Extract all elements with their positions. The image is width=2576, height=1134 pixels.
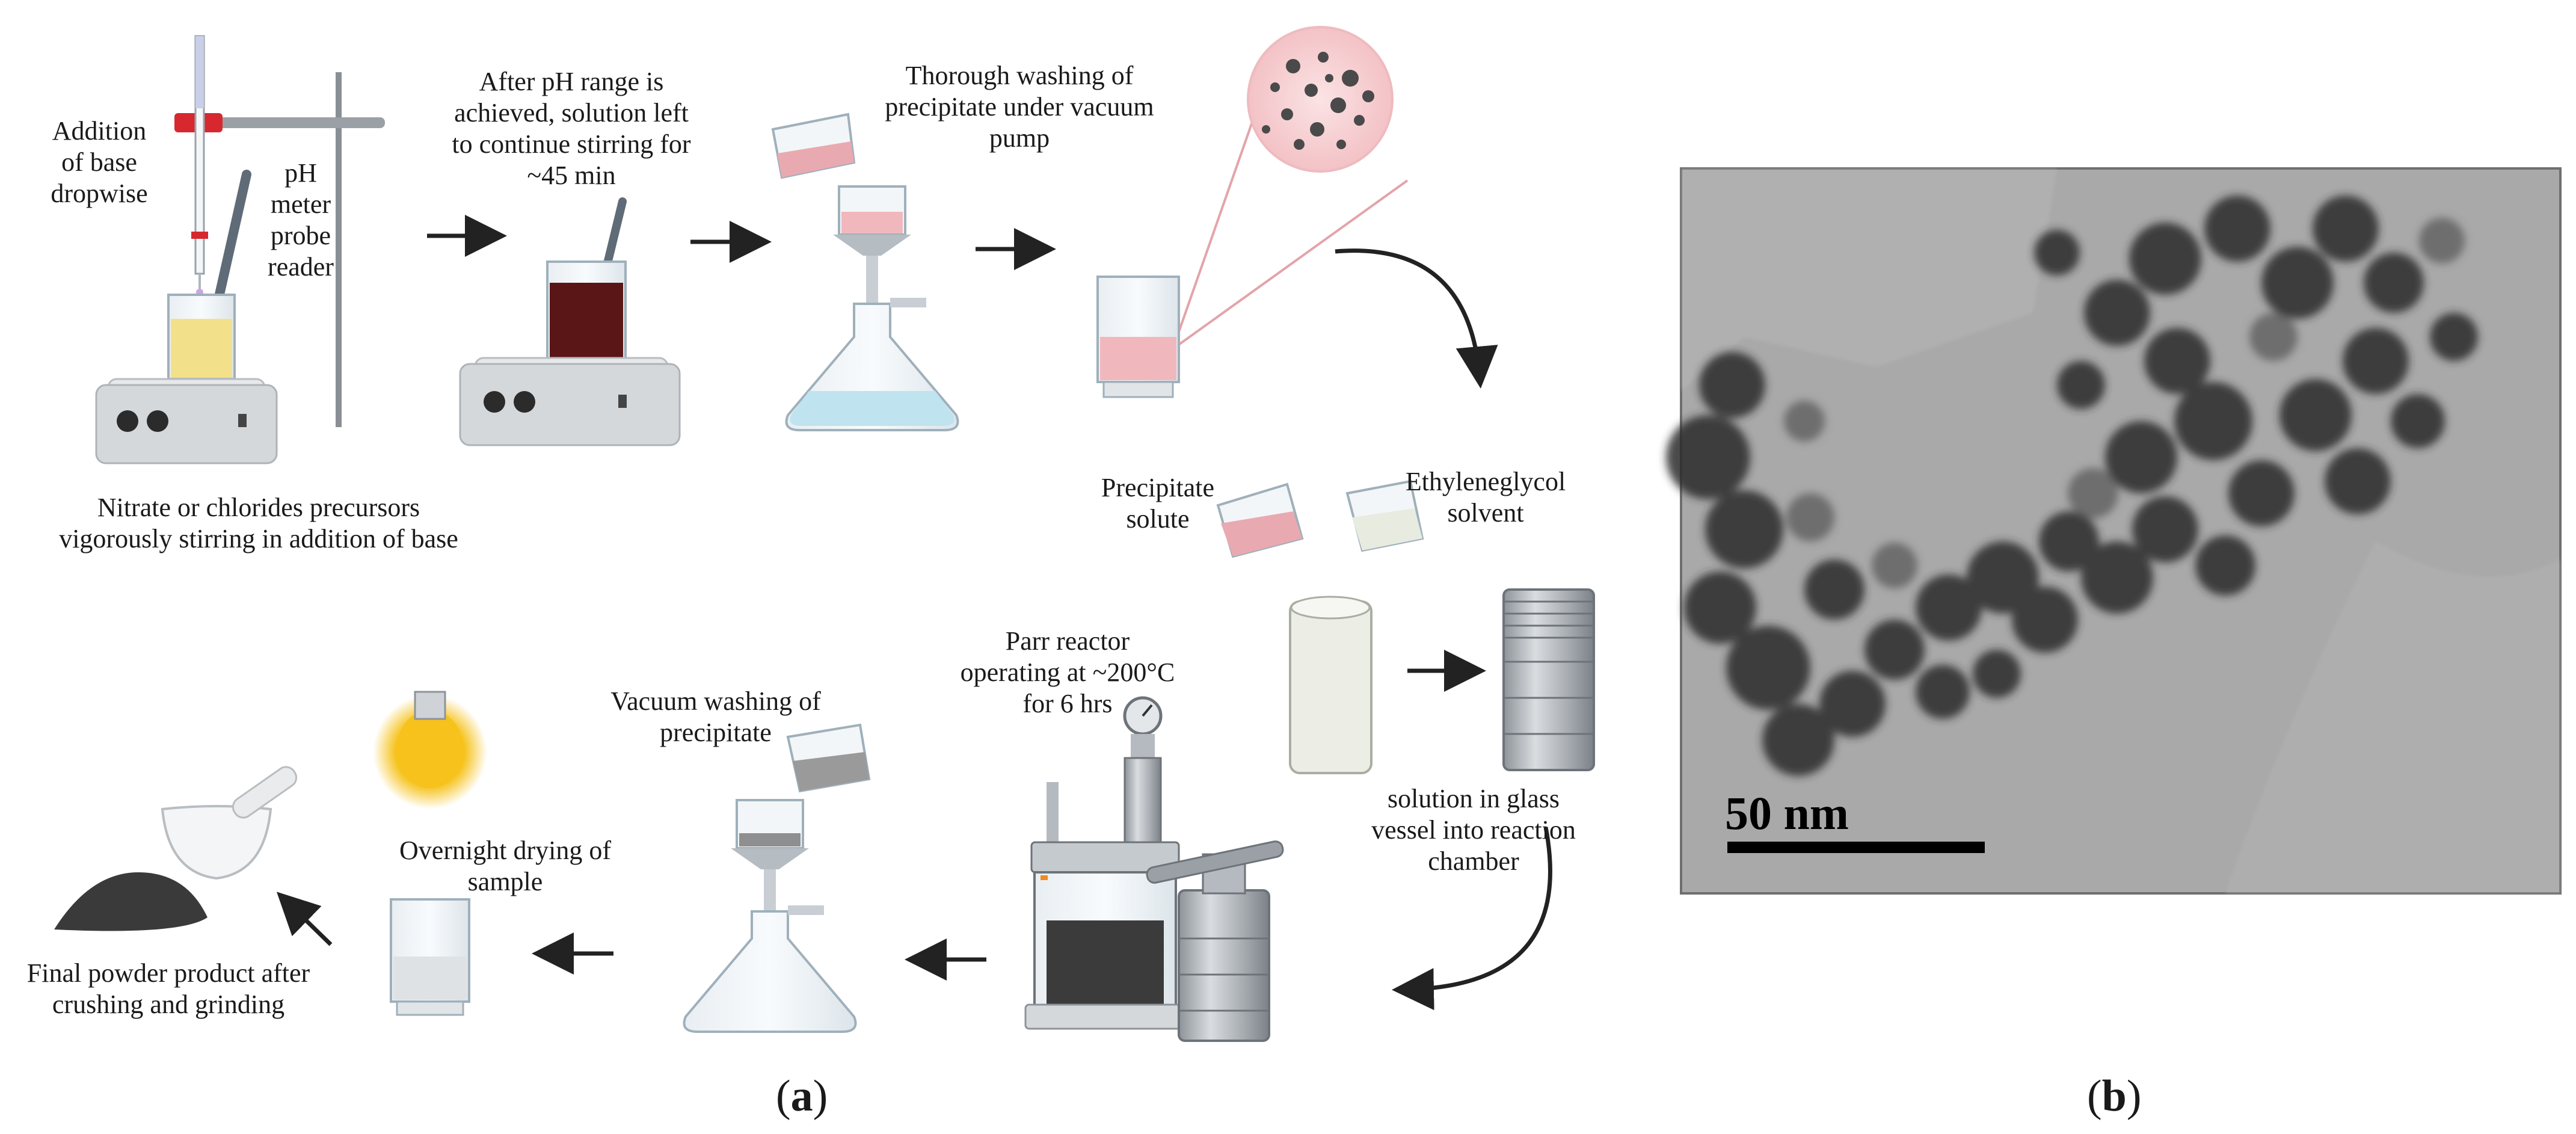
process-arrows: [276, 215, 1552, 1011]
label-ph-probe: pH meter probe reader: [268, 158, 334, 282]
panel-a: [54, 26, 1595, 1042]
label-precursors: Nitrate or chlorides precursors vigorous…: [59, 493, 458, 553]
scale-bar-label: 50 nm: [1725, 787, 1849, 839]
panel-b-tem-image: [1666, 167, 2562, 895]
titration-setup: [95, 35, 385, 464]
label-vacuum-washing: Vacuum washing of precipitate: [610, 686, 821, 747]
nanoparticle-clusters: [1666, 196, 2478, 776]
label-stirring: After pH range is achieved, solution lef…: [452, 67, 691, 190]
panel-a-label: (a): [776, 1071, 828, 1121]
label-base-addition: Addition of base dropwise: [51, 116, 148, 208]
label-washing: Thorough washing of precipitate under va…: [885, 61, 1154, 153]
label-ethyleneglycol: Ethyleneglycol solvent: [1405, 467, 1566, 528]
precipitate-beaker: [1096, 26, 1409, 398]
parr-reactor: [1024, 696, 1284, 1042]
vacuum-filtration: [771, 112, 959, 431]
label-glass-vessel: solution in glass vessel into reaction c…: [1371, 784, 1576, 876]
label-precipitate-solute: Precipitate solute: [1101, 473, 1215, 534]
label-final-powder: Final powder product after crushing and …: [26, 958, 310, 1019]
arrow-9: [276, 892, 333, 946]
drying: [373, 691, 487, 1016]
vessel-and-chamber: [1289, 588, 1595, 774]
arrow-6: [1392, 827, 1552, 1011]
solute-solvent-cups: [1216, 479, 1424, 558]
label-parr-reactor: Parr reactor operating at ~200°C for 6 h…: [960, 626, 1175, 718]
vacuum-washing: [683, 723, 871, 1033]
mortar-and-powder: [54, 766, 298, 931]
stirring-setup: [459, 197, 681, 446]
arrow-4: [1335, 248, 1498, 389]
label-drying: Overnight drying of sample: [399, 836, 611, 896]
panel-b-label: (b): [2087, 1071, 2142, 1121]
